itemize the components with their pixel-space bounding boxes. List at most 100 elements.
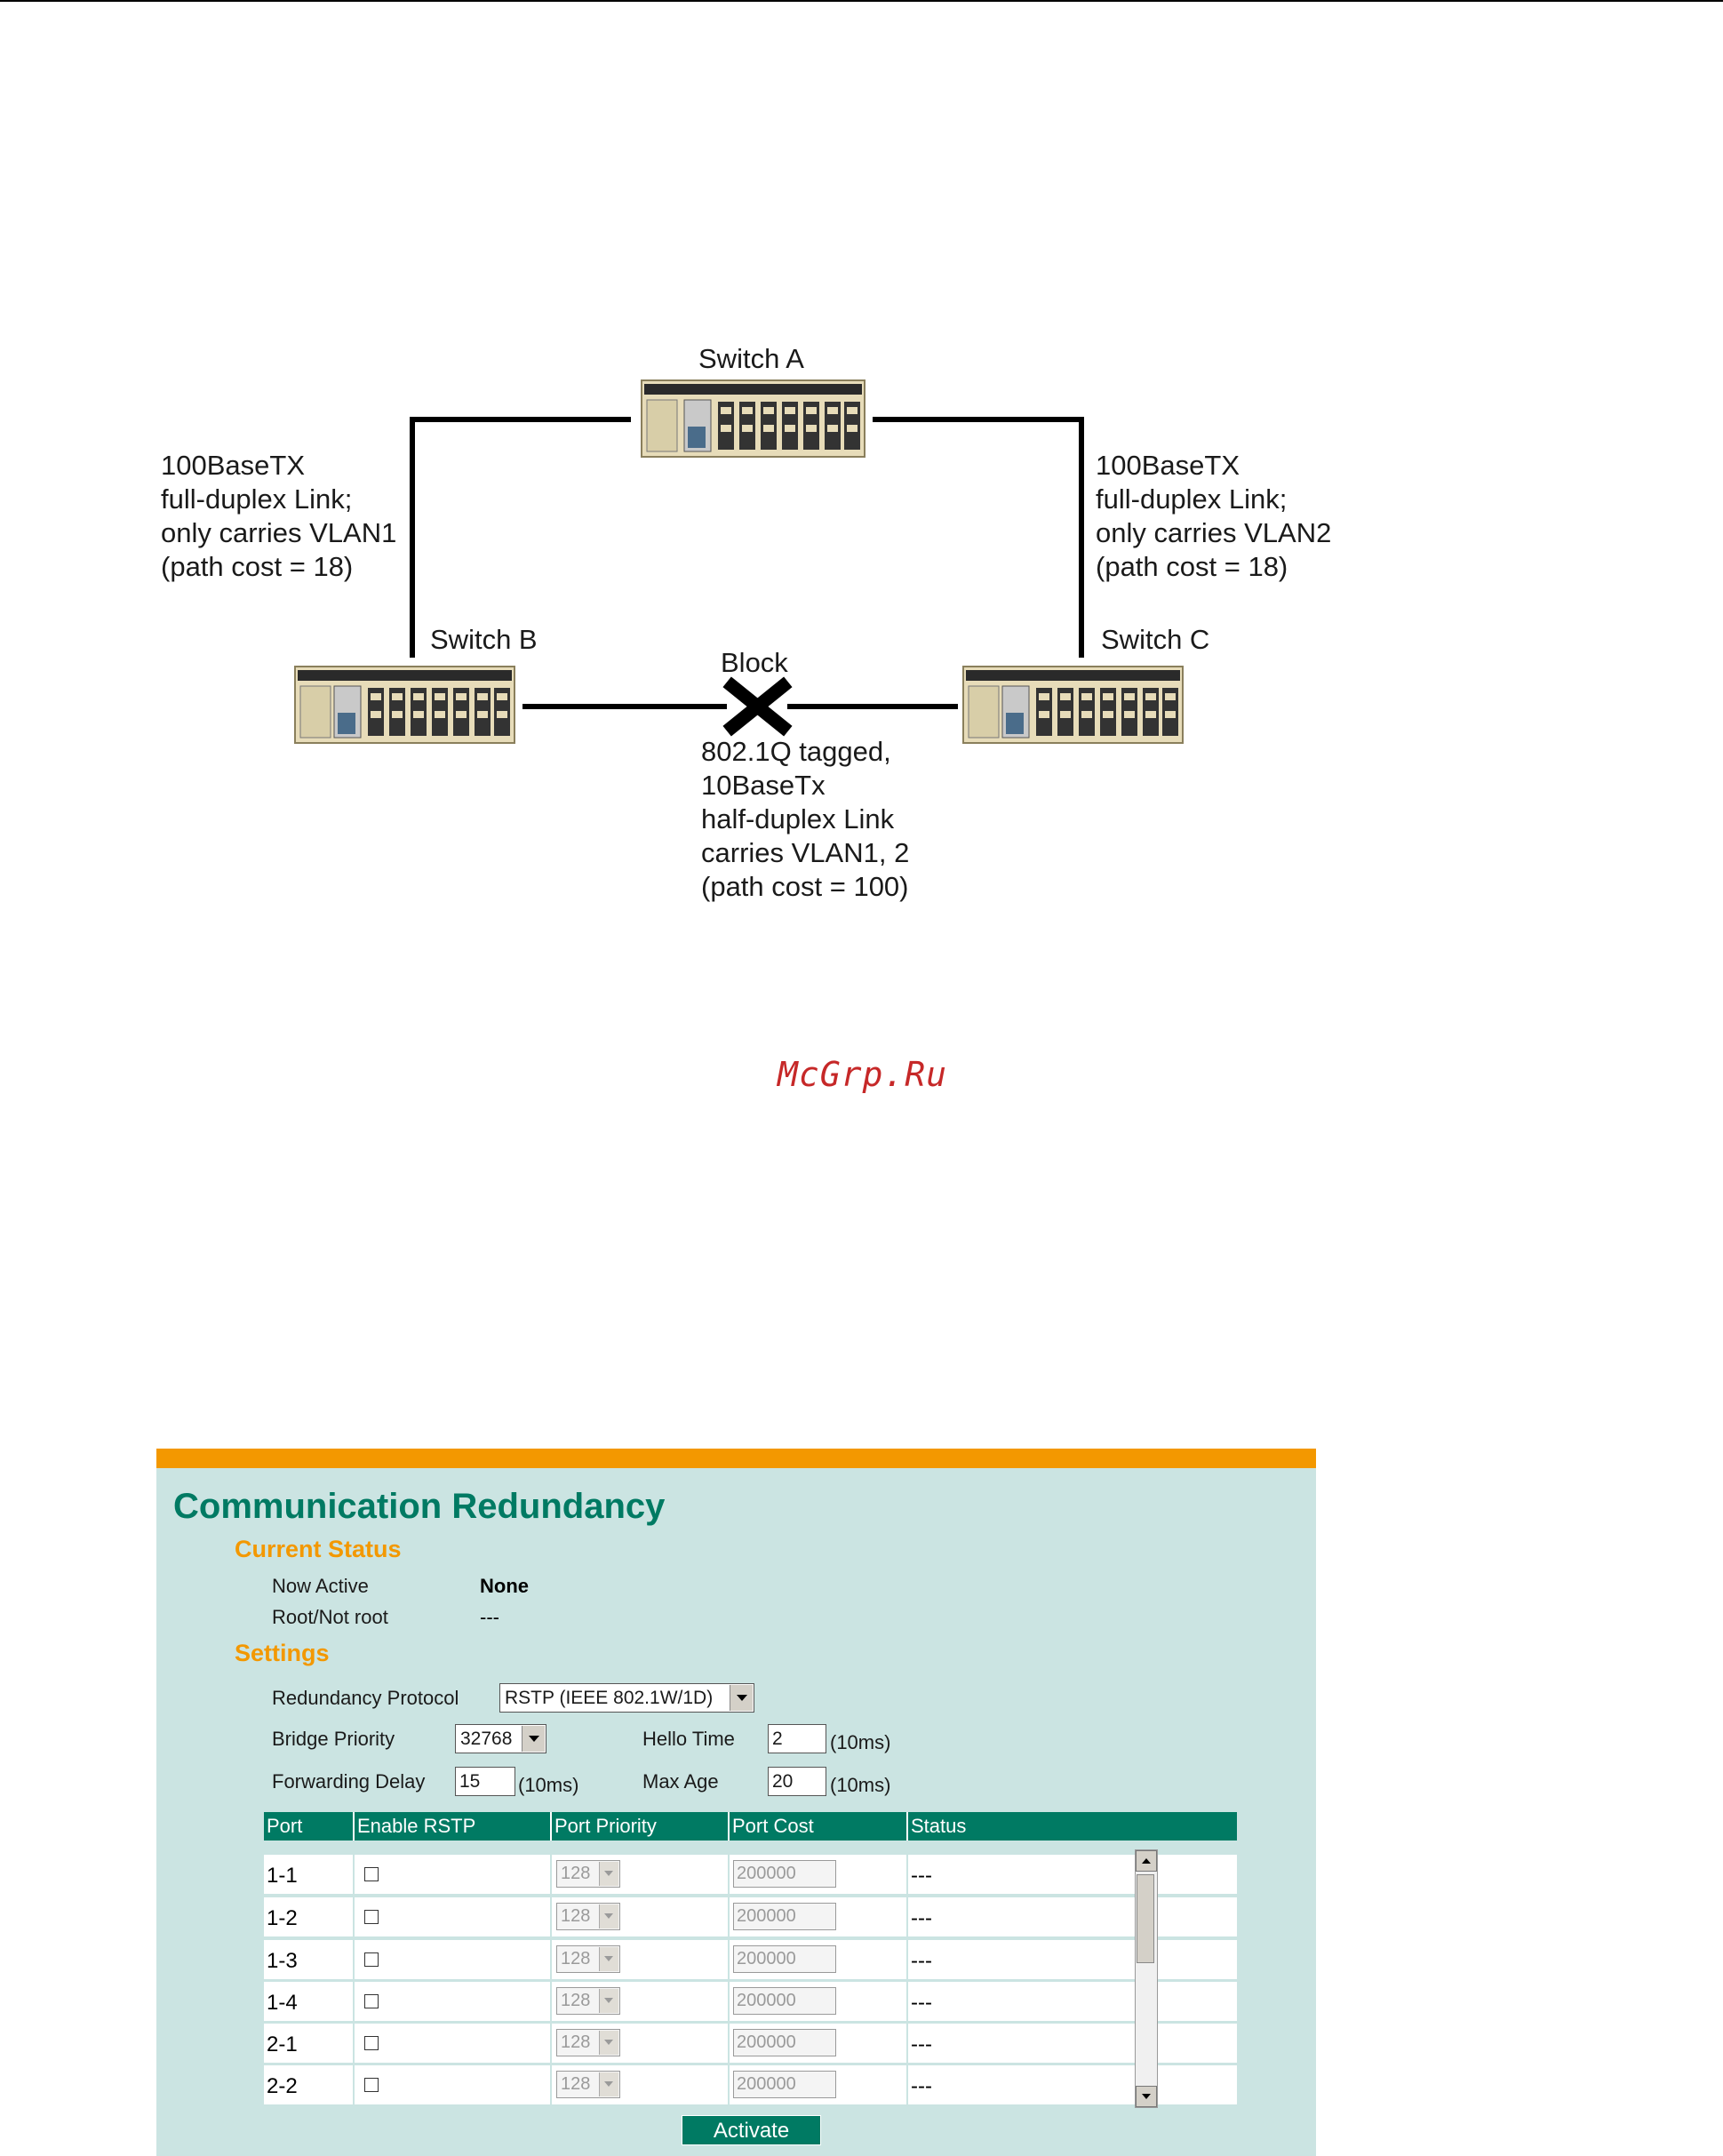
caption-line: 802.1Q tagged,	[701, 736, 891, 767]
root-value: ---	[480, 1606, 499, 1628]
switch-a-label: Switch A	[698, 343, 804, 374]
block-cross-icon	[722, 676, 793, 737]
enable-rstp-checkbox[interactable]	[364, 1952, 379, 1967]
max-age-input[interactable]: 20	[768, 1767, 826, 1796]
scroll-down-arrow-icon[interactable]	[1136, 2086, 1157, 2107]
watermark: McGrp.Ru	[778, 1055, 948, 1094]
port-cost-input[interactable]: 200000	[733, 1987, 836, 2015]
port-cost-input[interactable]: 200000	[733, 2071, 836, 2098]
col-header-port: Port	[264, 1812, 355, 1841]
chevron-down-icon	[730, 1685, 753, 1711]
port-priority-value: 128	[561, 1864, 591, 1883]
caption-line: full-duplex Link;	[161, 483, 353, 515]
caption-line: only carries VLAN2	[1096, 517, 1332, 548]
caption-line: half-duplex Link	[701, 803, 895, 834]
chevron-down-icon	[599, 1862, 618, 1886]
scrollbar-thumb[interactable]	[1137, 1874, 1154, 1963]
scroll-up-arrow-icon[interactable]	[1136, 1850, 1157, 1872]
link-a-b	[410, 417, 631, 658]
chevron-down-icon	[599, 1904, 618, 1928]
bridge-priority-value: 32768	[460, 1729, 513, 1749]
port-cell: 2-2	[267, 2074, 298, 2098]
page-title: Communication Redundancy	[173, 1487, 666, 1526]
table-row: 1-2 128 200000 ---	[264, 1897, 1237, 1936]
port-priority-select[interactable]: 128	[556, 2029, 620, 2056]
switch-b-label: Switch B	[430, 624, 538, 655]
table-row: 2-2 128 200000 ---	[264, 2065, 1237, 2104]
status-cell: ---	[911, 1906, 932, 1930]
enable-rstp-checkbox[interactable]	[364, 1994, 379, 2008]
now-active-label: Now Active	[272, 1575, 369, 1597]
table-scrollbar[interactable]	[1135, 1849, 1158, 2108]
current-status-heading: Current Status	[235, 1536, 402, 1562]
protocol-select[interactable]: RSTP (IEEE 802.1W/1D)	[499, 1683, 754, 1713]
hello-time-unit: (10ms)	[830, 1731, 891, 1753]
port-cell: 1-3	[267, 1949, 298, 1973]
port-priority-value: 128	[561, 1949, 591, 1968]
activate-button[interactable]: Activate	[682, 2115, 821, 2145]
port-cell: 1-2	[267, 1906, 298, 1930]
bridge-priority-label: Bridge Priority	[272, 1728, 395, 1750]
forwarding-delay-label: Forwarding Delay	[272, 1770, 426, 1793]
caption-line: 100BaseTX	[1096, 450, 1240, 481]
accent-bar	[156, 1449, 1316, 1468]
bridge-priority-select[interactable]: 32768	[455, 1724, 546, 1753]
forwarding-delay-input[interactable]: 15	[455, 1767, 515, 1796]
enable-rstp-checkbox[interactable]	[364, 2036, 379, 2050]
chevron-down-icon	[522, 1726, 545, 1752]
col-header-port-cost: Port Cost	[730, 1812, 908, 1841]
port-cost-input[interactable]: 200000	[733, 2029, 836, 2056]
protocol-label: Redundancy Protocol	[272, 1687, 459, 1709]
chevron-down-icon	[599, 1947, 618, 1971]
status-cell: ---	[911, 1864, 932, 1888]
protocol-value: RSTP (IEEE 802.1W/1D)	[505, 1688, 714, 1708]
hello-time-label: Hello Time	[642, 1728, 735, 1750]
network-diagram: Switch A Switch B Switch C Block 100Base…	[0, 0, 1723, 978]
top-rule	[0, 0, 1723, 2]
port-table-body: 1-1 128 200000 --- 1-2 128 200000 --- 1-…	[264, 1855, 1286, 2108]
caption-line: 10BaseTx	[701, 770, 826, 801]
table-row: 2-1 128 200000 ---	[264, 2024, 1237, 2063]
port-priority-select[interactable]: 128	[556, 1987, 620, 2015]
port-table-header: Port Enable RSTP Port Priority Port Cost…	[264, 1812, 1237, 1841]
max-age-label: Max Age	[642, 1770, 719, 1793]
port-cell: 1-4	[267, 1991, 298, 2015]
enable-rstp-checkbox[interactable]	[364, 1910, 379, 1924]
port-cost-input[interactable]: 200000	[733, 1945, 836, 1973]
port-cell: 1-1	[267, 1864, 298, 1888]
table-row: 1-4 128 200000 ---	[264, 1982, 1237, 2021]
port-priority-select[interactable]: 128	[556, 2071, 620, 2098]
block-label: Block	[721, 647, 788, 678]
port-cost-input[interactable]: 200000	[733, 1860, 836, 1888]
port-priority-select[interactable]: 128	[556, 1945, 620, 1973]
now-active-value: None	[480, 1575, 529, 1597]
caption-line: carries VLAN1, 2	[701, 837, 910, 868]
status-cell: ---	[911, 1949, 932, 1973]
diagram-graphics	[294, 379, 1184, 744]
chevron-down-icon	[599, 1989, 618, 2013]
caption-line: 100BaseTX	[161, 450, 305, 481]
status-cell: ---	[911, 1991, 932, 2015]
switch-b-device	[294, 666, 515, 744]
port-priority-select[interactable]: 128	[556, 1903, 620, 1930]
link-a-c	[873, 417, 1084, 658]
chevron-down-icon	[599, 2072, 618, 2096]
col-header-port-priority: Port Priority	[552, 1812, 730, 1841]
table-row: 1-1 128 200000 ---	[264, 1855, 1237, 1894]
port-priority-value: 128	[561, 2074, 591, 2094]
max-age-unit: (10ms)	[830, 1774, 891, 1796]
port-priority-value: 128	[561, 2032, 591, 2052]
settings-heading: Settings	[235, 1640, 330, 1666]
caption-line: full-duplex Link;	[1096, 483, 1288, 515]
caption-line: (path cost = 100)	[701, 871, 909, 902]
col-header-enable-rstp: Enable RSTP	[355, 1812, 552, 1841]
status-cell: ---	[911, 2032, 932, 2056]
switch-c-device	[962, 666, 1184, 744]
enable-rstp-checkbox[interactable]	[364, 1867, 379, 1881]
hello-time-input[interactable]: 2	[768, 1724, 826, 1753]
caption-line: (path cost = 18)	[1096, 551, 1288, 582]
enable-rstp-checkbox[interactable]	[364, 2078, 379, 2092]
port-cost-input[interactable]: 200000	[733, 1903, 836, 1930]
port-priority-select[interactable]: 128	[556, 1860, 620, 1888]
col-header-status: Status	[911, 1815, 967, 1837]
